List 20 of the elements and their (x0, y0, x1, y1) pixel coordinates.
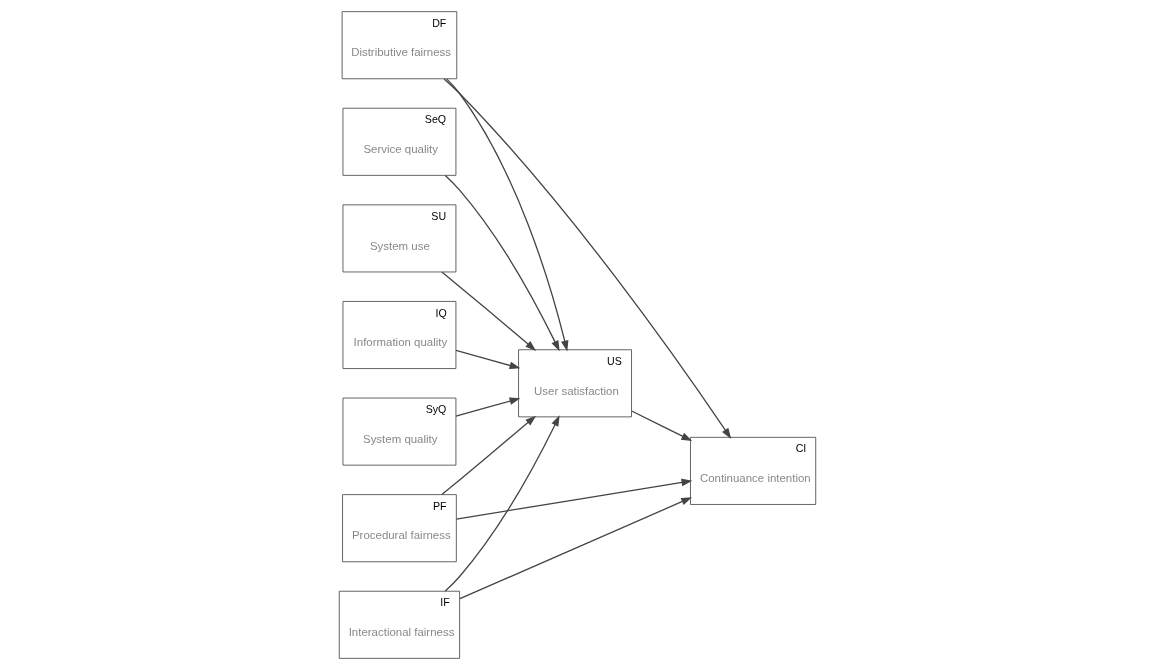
arrow (455, 478, 692, 520)
node-box: CI Continuance intention (689, 436, 816, 505)
arrow (442, 78, 731, 439)
arrow (454, 349, 520, 370)
node-box: SeQ Service quality (342, 107, 456, 176)
arrow (444, 174, 560, 352)
node-box: US User satisfaction (517, 349, 632, 418)
arrow (458, 497, 692, 600)
arrow (440, 271, 536, 351)
node-box: DF Distributive fairness (341, 11, 457, 80)
arrow (445, 78, 568, 352)
arrow (440, 415, 536, 496)
node-box: IF Interactional fairness (338, 590, 460, 659)
arrow (454, 397, 520, 417)
node-box: SyQ System quality (342, 397, 456, 466)
node-box: IQ Information quality (342, 301, 456, 369)
arrow (630, 410, 692, 442)
node-box: PF Procedural fairness (341, 494, 457, 563)
node-box: SU System use (342, 204, 456, 273)
arrow (444, 415, 560, 592)
